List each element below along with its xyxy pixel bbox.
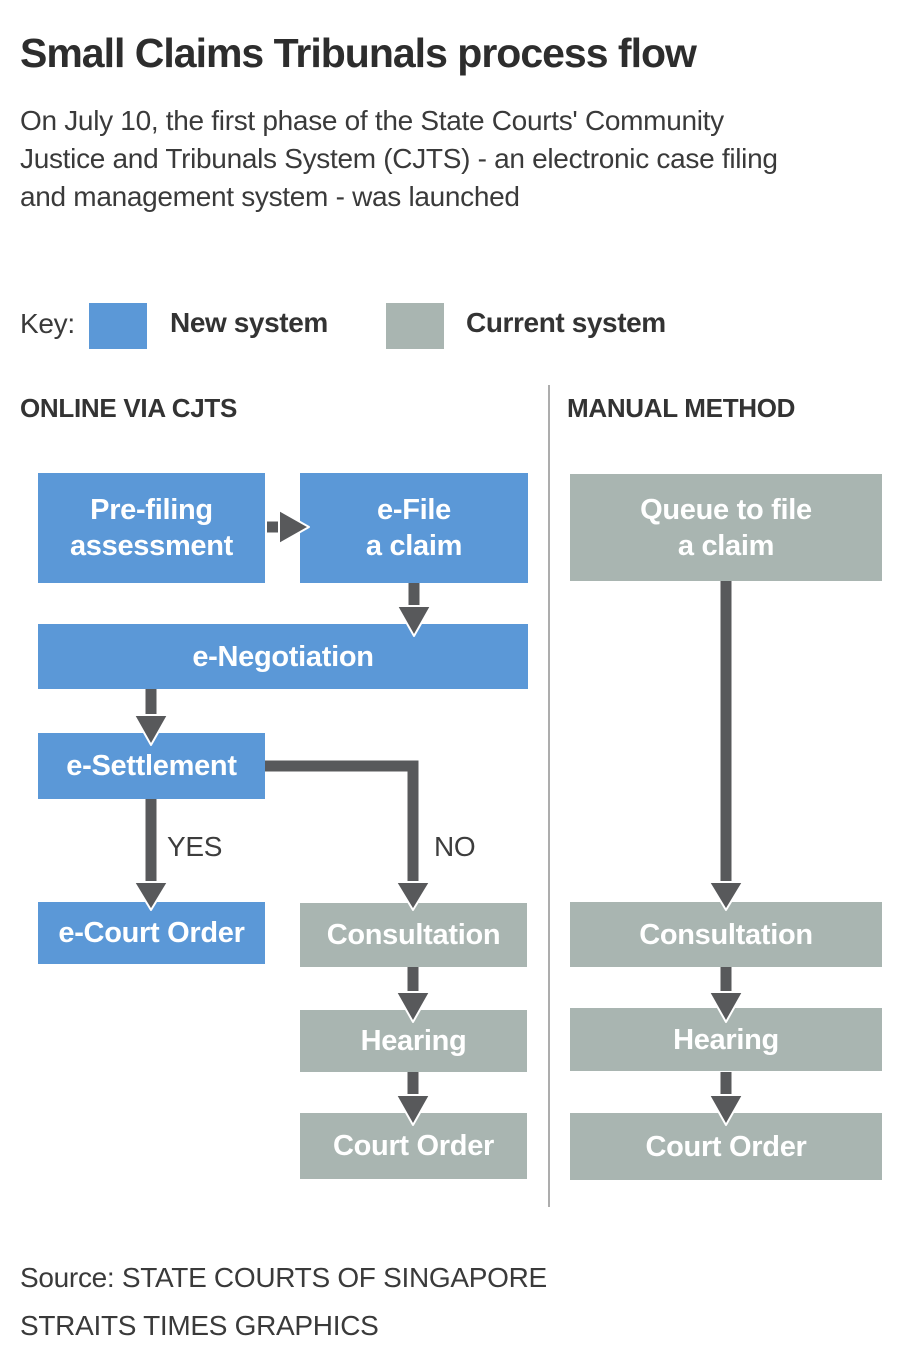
legend-swatch-new-system (89, 303, 147, 349)
node-e-court-order: e-Court Order (38, 902, 265, 964)
node-consultation-manual: Consultation (570, 902, 882, 967)
node-pre-filing-assessment: Pre-filing assessment (38, 473, 265, 583)
node-hearing-online-branch: Hearing (300, 1010, 527, 1072)
graphics-credit: STRAITS TIMES GRAPHICS (20, 1310, 379, 1341)
arrow-esettlement-no-to-consultation (265, 760, 431, 911)
legend-item-new-system: New system (170, 307, 328, 338)
legend-label: Key: (20, 308, 75, 339)
column-divider (548, 385, 550, 1207)
node-queue-to-file-a-claim: Queue to file a claim (570, 474, 882, 581)
arrow-esettlement-yes-to-ecourtorder (133, 799, 169, 911)
column-heading-online: ONLINE VIA CJTS (20, 393, 238, 423)
node-consultation-online-branch: Consultation (300, 903, 527, 967)
node-court-order-manual: Court Order (570, 1113, 882, 1180)
node-hearing-manual: Hearing (570, 1008, 882, 1071)
column-heading-manual: MANUAL METHOD (567, 393, 796, 423)
node-efile-a-claim: e-File a claim (300, 473, 528, 583)
node-e-settlement: e-Settlement (38, 733, 265, 799)
branch-label-yes: YES (167, 831, 223, 862)
arrow-queue-to-consultation (708, 581, 744, 911)
node-court-order-online-branch: Court Order (300, 1113, 527, 1179)
node-e-negotiation: e-Negotiation (38, 624, 528, 689)
source-credit: Source: STATE COURTS OF SINGAPORE (20, 1262, 547, 1293)
legend-item-current-system: Current system (466, 307, 666, 338)
page-subtitle: On July 10, the first phase of the State… (20, 105, 778, 212)
page-title: Small Claims Tribunals process flow (20, 30, 697, 76)
legend-swatch-current-system (386, 303, 444, 349)
branch-label-no: NO (434, 831, 476, 862)
